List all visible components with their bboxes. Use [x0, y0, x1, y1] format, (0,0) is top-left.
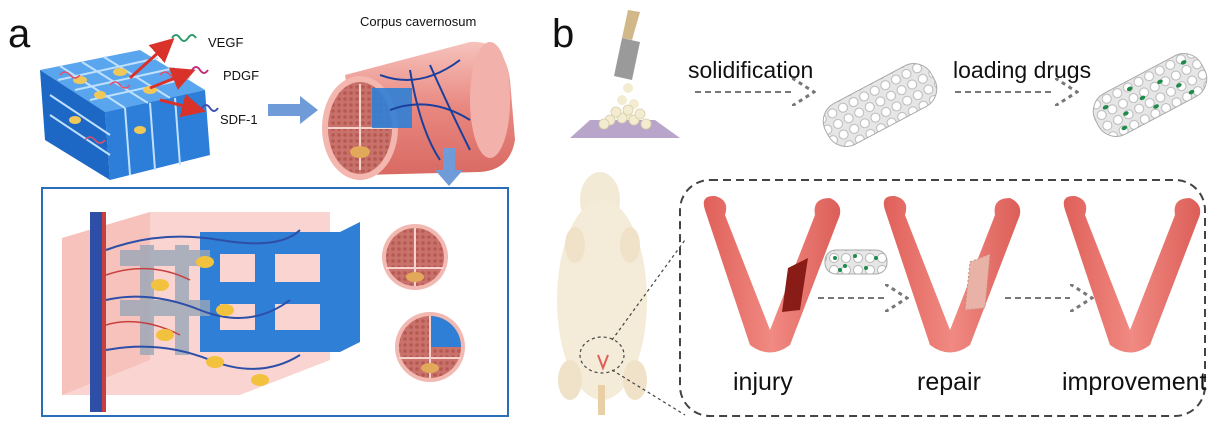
- zoomed-scaffold-view: [62, 212, 360, 412]
- stage-improvement-label: improvement: [1062, 368, 1207, 397]
- porous-scaffold: [816, 57, 944, 154]
- pdgf-molecule-icon: [192, 67, 208, 73]
- stage-injury-label: injury: [733, 368, 793, 397]
- arrow-right-blue: [268, 96, 318, 124]
- zoom-line-bottom: [612, 370, 685, 415]
- step-loading-drugs-label: loading drugs: [953, 57, 1091, 84]
- vegf-molecule-icon: [172, 35, 196, 41]
- cross-section-with-scaffold: [395, 312, 465, 382]
- factor-label-sdf1: SDF-1: [220, 112, 258, 127]
- stage-repair-label: repair: [917, 368, 981, 397]
- drug-loaded-scaffold: [1086, 47, 1210, 144]
- rat-illustration: [557, 172, 647, 415]
- scaffold-block: [40, 50, 210, 180]
- small-drug-scaffold: [825, 250, 887, 274]
- tissue-improvement: [1064, 196, 1200, 353]
- corpus-cavernosum-tube: [322, 42, 515, 180]
- syringe-icon: [614, 10, 640, 121]
- step-solidification-label: solidification: [688, 57, 813, 84]
- factor-label-vegf: VEGF: [208, 35, 243, 50]
- panel-b-label: b: [552, 12, 574, 57]
- tissue-injury: [704, 196, 840, 353]
- tissue-repair: [884, 196, 1020, 353]
- panel-a-label: a: [8, 12, 30, 57]
- factor-label-pdgf: PDGF: [223, 68, 259, 83]
- particle-pile: [570, 105, 680, 138]
- cross-section-normal: [382, 224, 448, 290]
- corpus-cavernosum-title: Corpus cavernosum: [360, 14, 476, 29]
